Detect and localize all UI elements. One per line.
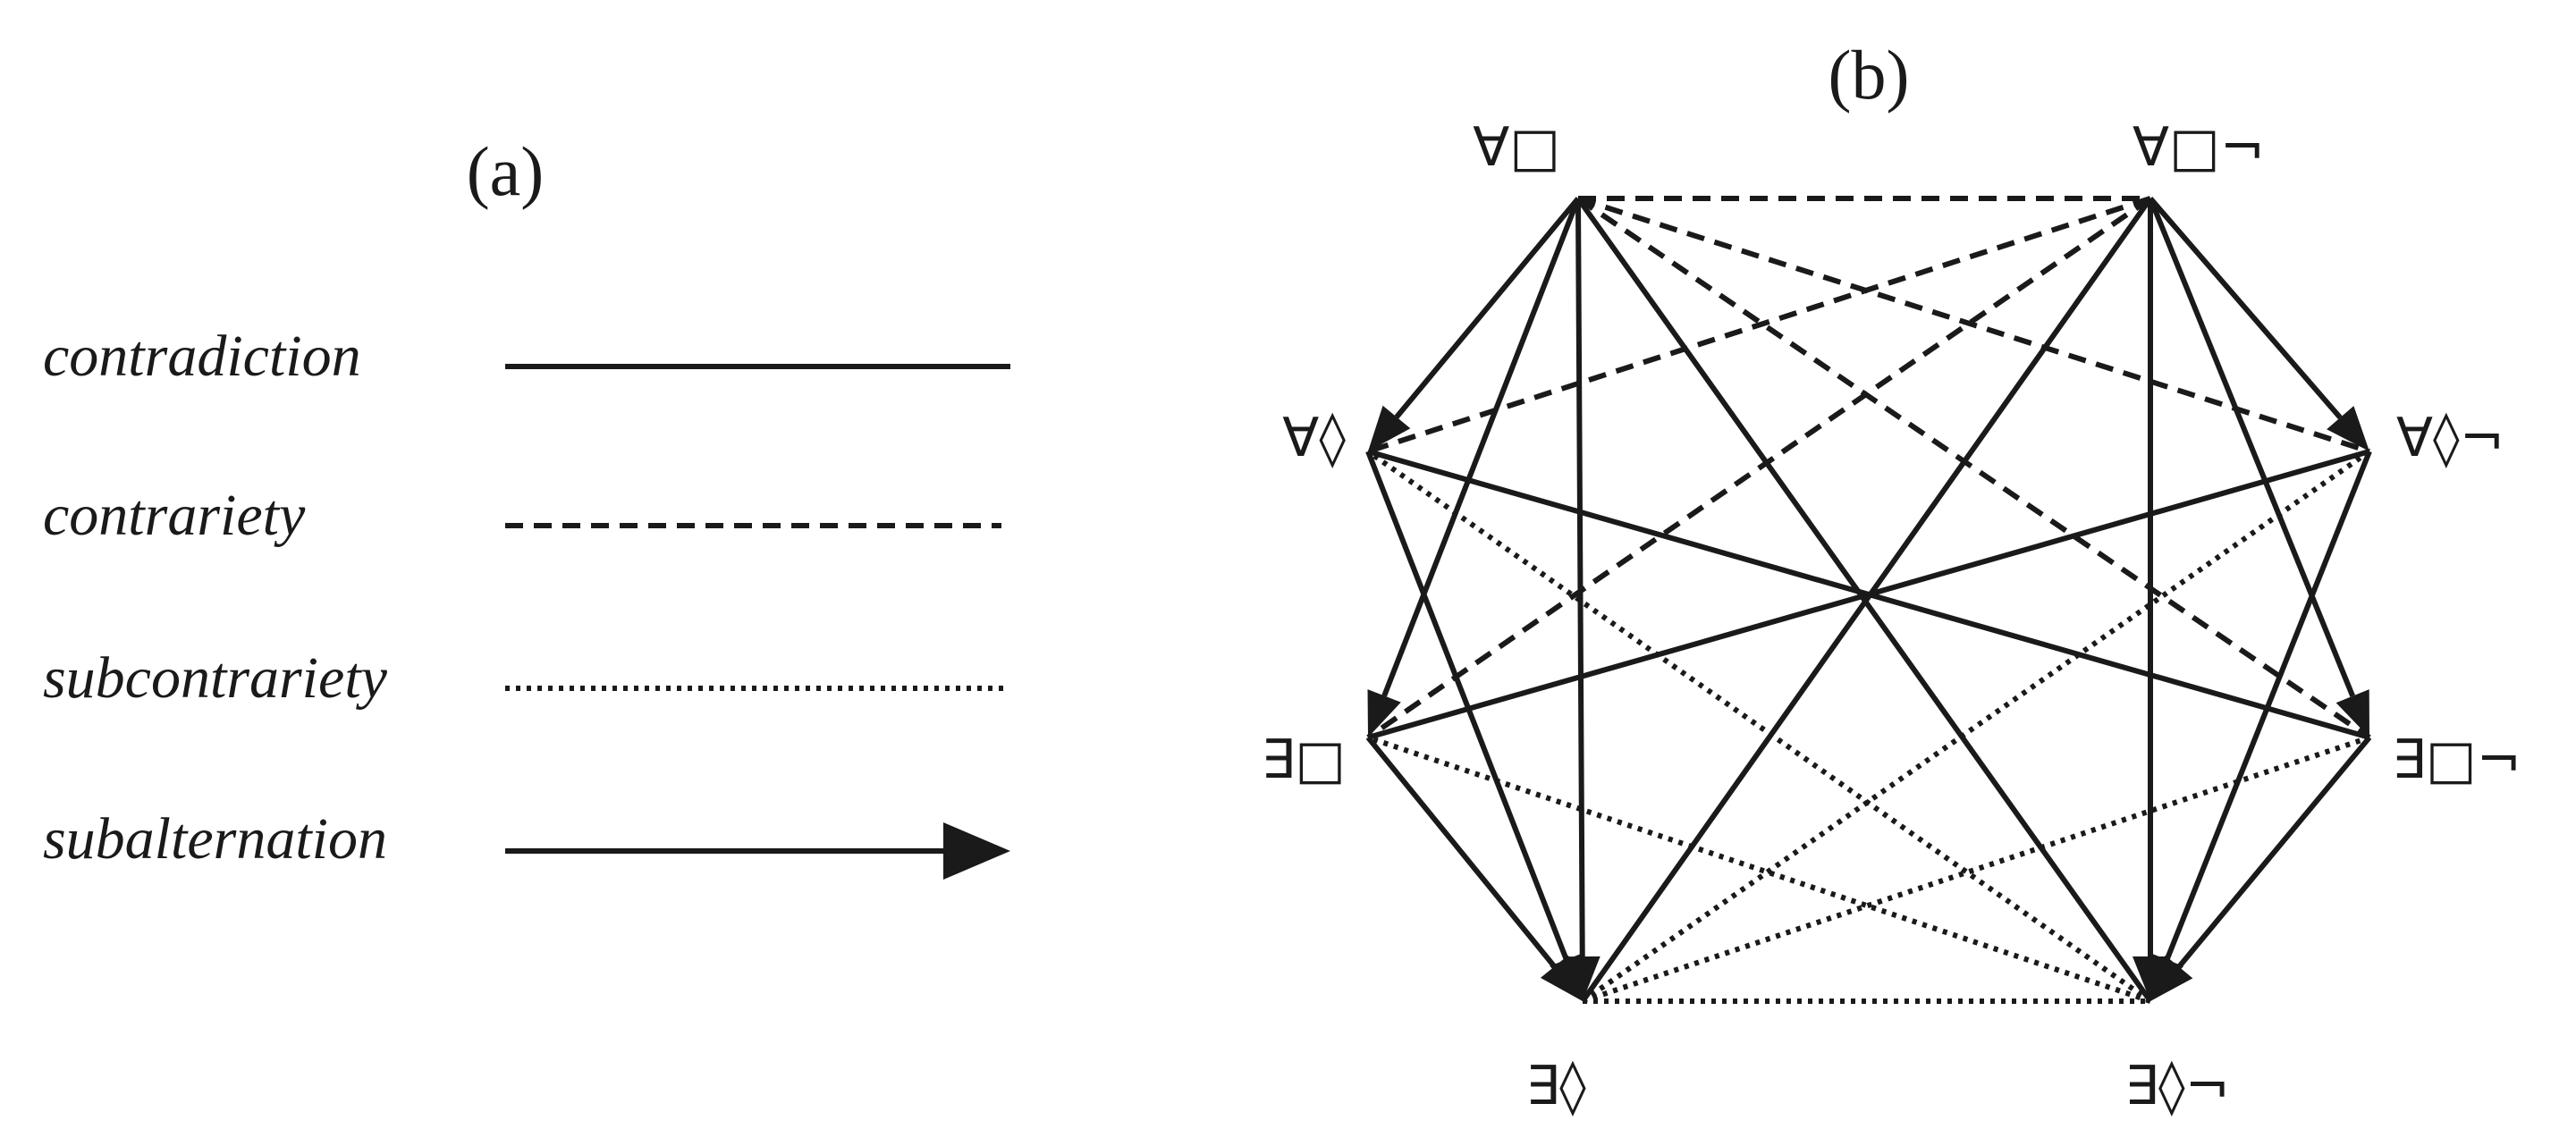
edge-line (1365, 736, 1557, 969)
edge-contrariety-A_box-to-E_box_neg (1576, 196, 2371, 740)
arrowhead-A_box_neg-to-E_box_neg (2335, 689, 2369, 737)
edge-line (1365, 450, 1569, 961)
legend-item-subcontrariety: subcontrariety (43, 645, 1006, 711)
edge-line (1580, 197, 2153, 1003)
legend-arrowhead (943, 822, 1010, 880)
edge-line (1581, 449, 2371, 1004)
edge-contradiction-A_dia_neg-to-E_box (1367, 449, 2370, 740)
panel-b-label: (b) (1829, 36, 1910, 114)
edge-line (2164, 450, 2372, 961)
relation-edges (1365, 196, 2372, 1004)
panel-b: (b) ∀□ ∀□¬ ∀◊ ∀◊¬ ∃□ ∃□¬ ∃◊ ∃◊¬ (1261, 36, 2521, 1117)
octagon-nodes: ∀□ ∀□¬ ∀◊ ∀◊¬ ∃□ ∃□¬ ∃◊ ∃◊¬ (1261, 116, 2521, 1117)
edge-contrariety-A_box_neg-to-A_dia (1367, 196, 2151, 454)
node-label-A_dia: ∀◊ (1282, 407, 1346, 469)
edge-line (1577, 196, 2370, 454)
edge-subalternation-A_box-to-A_dia (1368, 197, 1581, 451)
legend-item-subalternation: subalternation (43, 806, 1010, 880)
edge-subalternation-E_box-to-E_dia (1365, 736, 1583, 1001)
edge-line (1381, 197, 1581, 697)
edge-line (2148, 197, 2343, 420)
node-label-E_dia_neg: ∃◊¬ (2124, 1055, 2230, 1117)
arrowhead-A_box-to-E_box (1367, 689, 1401, 737)
legend-label-contradiction: contradiction (43, 324, 361, 389)
edge-subalternation-A_box_neg-to-A_dia_neg (2148, 197, 2369, 451)
node-label-A_box_neg: ∀□¬ (2133, 116, 2265, 179)
edge-subcontrariety-E_dia_neg-to-A_dia (1366, 449, 2152, 1004)
edge-line (2148, 197, 2355, 697)
node-label-A_dia_neg: ∀◊¬ (2396, 407, 2504, 469)
edge-line (1366, 449, 2152, 1004)
edge-line (1367, 196, 2151, 454)
legend-item-contrariety: contrariety (43, 483, 1001, 548)
edge-line (1366, 196, 2152, 740)
legend-label-subcontrariety: subcontrariety (43, 645, 388, 711)
node-label-E_box: ∃□ (1261, 729, 1346, 791)
edge-contrariety-A_box_neg-to-E_box (1366, 196, 2152, 740)
edge-line (2176, 736, 2372, 969)
edge-line (1394, 197, 1581, 419)
legend-item-contradiction: contradiction (43, 324, 1010, 389)
arrowhead-E_box-to-E_dia (1540, 955, 1583, 1001)
edge-line (1367, 449, 2370, 740)
edge-line (1582, 735, 2370, 1004)
edge-subcontrariety-E_dia-to-E_box_neg (1582, 735, 2370, 1004)
edge-subalternation-E_box_neg-to-E_dia_neg (2150, 736, 2372, 1001)
edge-contradiction-A_box_neg-to-E_dia (1580, 197, 2153, 1003)
node-label-E_box_neg: ∃□¬ (2392, 729, 2521, 791)
edge-subalternation-A_box_neg-to-E_dia_neg (2133, 198, 2168, 1001)
arrowhead-A_box-to-A_dia (1368, 405, 1411, 451)
arrowhead-A_box_neg-to-A_dia_neg (2327, 406, 2369, 451)
node-label-E_dia: ∃◊ (1525, 1055, 1586, 1117)
node-label-A_box: ∀□ (1473, 116, 1560, 179)
edge-contrariety-A_box-to-A_dia_neg (1577, 196, 2370, 454)
edge-subalternation-A_box_neg-to-E_box_neg (2148, 197, 2369, 737)
arrowhead-E_box_neg-to-E_dia_neg (2150, 955, 2193, 1001)
edge-line (1367, 735, 2151, 1004)
edge-line (1575, 198, 1585, 957)
edge-subcontrariety-E_dia_neg-to-E_box (1367, 735, 2151, 1004)
panel-a-label: (a) (467, 132, 545, 210)
edge-subalternation-A_box-to-E_box (1367, 197, 1581, 737)
legend-label-contrariety: contrariety (43, 483, 306, 548)
panel-a: (a) contradiction contrariety subcontrar… (43, 132, 1010, 880)
edge-line (1576, 196, 2371, 740)
edge-subcontrariety-E_dia-to-A_dia_neg (1581, 449, 2371, 1004)
edge-subalternation-A_box-to-E_dia (1564, 198, 1600, 1001)
legend-label-subalternation: subalternation (43, 806, 387, 872)
